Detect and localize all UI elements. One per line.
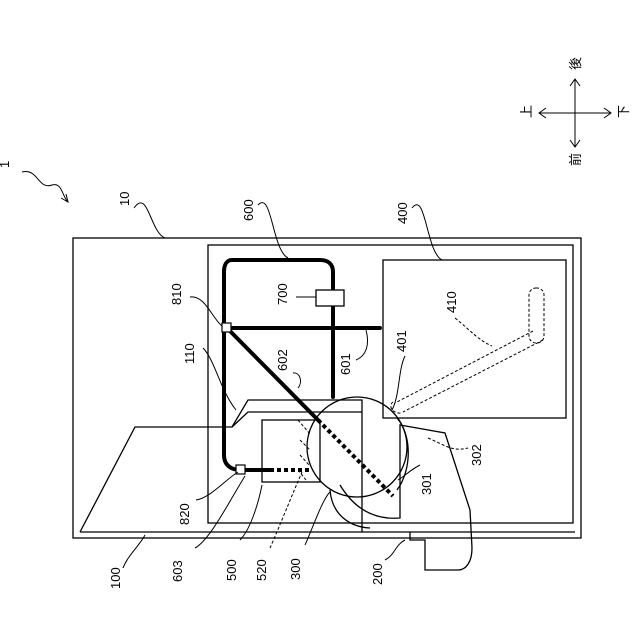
drain-unit-500 [262,420,320,482]
leader-200 [385,540,405,560]
tub-400 [383,260,566,418]
inner-frame [208,245,573,523]
ref-300: 300 [288,558,303,580]
direction-indicator: 上 下 前 後 [520,57,632,166]
figure-label: 1 [0,161,12,168]
ref-700: 700 [275,283,290,305]
cabinet-10 [73,238,581,538]
ref-520: 520 [254,559,269,581]
direction-up-label: 上 [520,105,535,118]
leader-603 [195,476,245,548]
figure-leader-arrow [22,172,68,202]
ref-410: 410 [444,291,459,313]
junction-810 [222,323,231,332]
ref-810: 810 [169,283,184,305]
pipe-602-inner [318,420,393,496]
leader-300 [305,492,330,545]
pipe-602 [227,328,318,420]
ref-401: 401 [394,330,409,352]
ref-200: 200 [370,563,385,585]
ref-100: 100 [108,567,123,589]
leader-520 [270,472,302,548]
ref-301: 301 [419,473,434,495]
ref-500: 500 [224,559,239,581]
ref-602: 602 [275,349,290,371]
ref-600: 600 [241,199,256,221]
leader-301 [398,465,420,480]
leader-810 [190,297,222,326]
ref-603: 603 [170,560,185,582]
pump-lower-300 [330,490,370,528]
direction-rear-label: 後 [569,57,584,70]
leader-400 [412,205,442,260]
leader-410 [455,318,492,346]
ref-400: 400 [395,202,410,224]
valve-700 [316,290,344,306]
direction-front-label: 前 [568,153,584,166]
ref-302: 302 [469,444,484,466]
leader-602 [293,373,300,388]
drum-arm-410 [391,288,544,413]
ref-110: 110 [182,343,197,364]
ref-10: 10 [117,192,132,206]
leader-600 [258,203,288,258]
leader-401 [392,356,405,410]
ref-601: 601 [338,353,353,375]
leader-100 [123,535,145,568]
leader-820 [196,472,238,500]
direction-down-label: 下 [617,105,632,118]
leader-601 [356,330,368,360]
ref-820: 820 [177,503,192,525]
leader-10 [134,203,165,238]
